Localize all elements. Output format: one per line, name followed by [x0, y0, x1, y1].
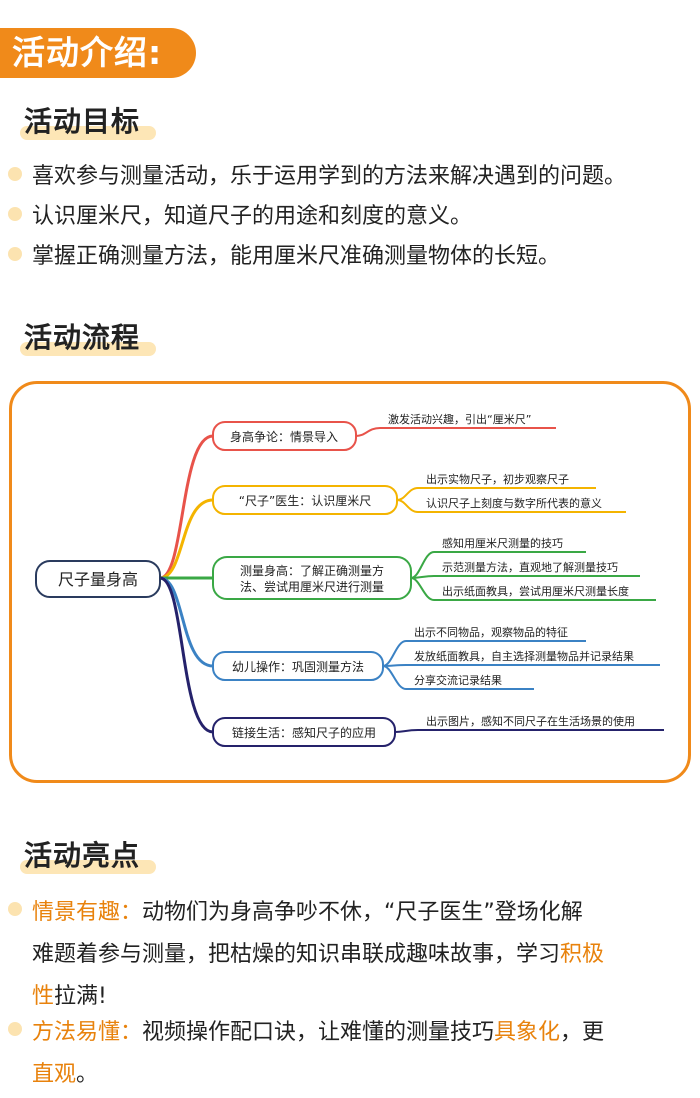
- bullet-dot-icon: [8, 167, 22, 181]
- mindmap: 尺子量身高 身高争论：情景导入 激发活动兴趣，引出“厘米尺” “尺子”医生：认识…: [35, 412, 664, 747]
- flow-heading: 活动流程: [20, 318, 156, 358]
- branch-label: 链接生活：感知尺子的应用: [232, 725, 376, 740]
- leaf-label: 出示实物尺子，初步观察尺子: [426, 472, 569, 486]
- highlight-item: 方法易懂：视频操作配口诀，让难懂的测量技巧具象化，更 直观。: [8, 1014, 698, 1094]
- leaf-label: 激发活动兴趣，引出“厘米尺”: [388, 412, 531, 426]
- goals-heading: 活动目标: [20, 102, 156, 142]
- bullet-dot-icon: [8, 902, 22, 916]
- leaf-label: 认识尺子上刻度与数字所代表的意义: [426, 496, 602, 510]
- leaf-label: 出示不同物品，观察物品的特征: [414, 625, 568, 639]
- leaf-label: 感知用厘米尺测量的技巧: [442, 536, 563, 550]
- highlight-item: 情景有趣：动物们为身高争吵不休，“尺子医生”登场化解 难题着参与测量，把枯燥的知…: [8, 894, 698, 1016]
- branch-label: 测量身高：了解正确测量方: [240, 563, 384, 578]
- bullet-dot-icon: [8, 207, 22, 221]
- bullet-dot-icon: [8, 247, 22, 261]
- page-title: 活动介绍:: [0, 28, 196, 78]
- highlights-heading: 活动亮点: [20, 836, 156, 876]
- branch-label: 幼儿操作：巩固测量方法: [232, 659, 364, 674]
- goal-item: 掌握正确测量方法，能用厘米尺准确测量物体的长短。: [8, 242, 560, 272]
- leaf-label: 示范测量方法，直观地了解测量技巧: [442, 560, 618, 574]
- branch-label: 法、尝试用厘米尺进行测量: [240, 579, 384, 594]
- goal-item: 喜欢参与测量活动，乐于运用学到的方法来解决遇到的问题。: [8, 162, 626, 192]
- branch-label: 身高争论：情景导入: [230, 429, 338, 444]
- branch-label: “尺子”医生：认识厘米尺: [239, 494, 371, 508]
- leaf-label: 出示纸面教具，尝试用厘米尺测量长度: [442, 584, 629, 598]
- mindmap-frame: [9, 381, 691, 783]
- goal-item: 认识厘米尺，知道尺子的用途和刻度的意义。: [8, 202, 472, 232]
- leaf-label: 分享交流记录结果: [414, 673, 502, 687]
- leaf-label: 出示图片，感知不同尺子在生活场景的使用: [426, 714, 635, 728]
- leaf-label: 发放纸面教具，自主选择测量物品并记录结果: [414, 649, 634, 663]
- mindmap-root-label: 尺子量身高: [58, 570, 138, 589]
- mindmap-root-node: [35, 560, 161, 598]
- bullet-dot-icon: [8, 1022, 22, 1036]
